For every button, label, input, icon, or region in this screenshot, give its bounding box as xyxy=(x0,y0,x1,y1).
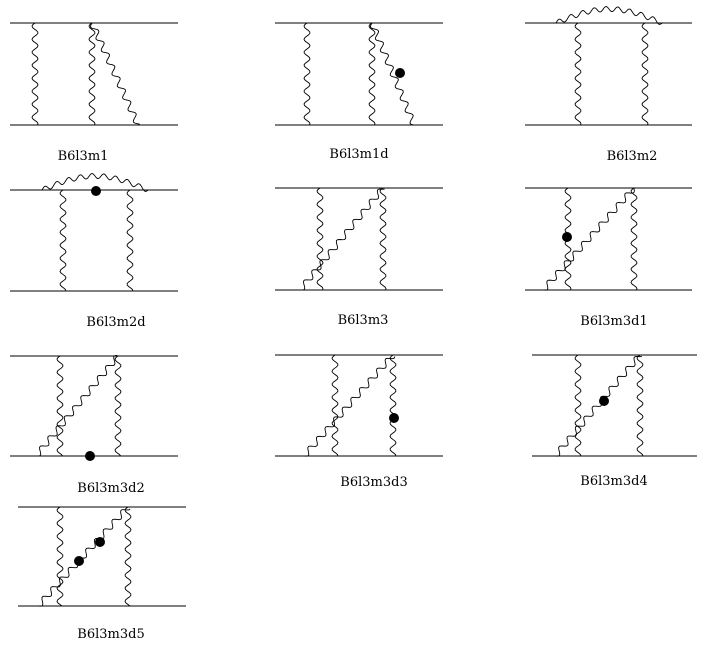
photon-exchange-1 xyxy=(56,355,64,457)
diagram-label: B6l3m1d xyxy=(329,147,388,162)
diagram-b6l3m3d5: B6l3m3d5 xyxy=(18,506,186,642)
photon-exchange-2 xyxy=(630,187,638,291)
insertion-vertex xyxy=(389,413,399,423)
photon-exchange-2 xyxy=(368,22,376,126)
diagram-label: B6l3m3d2 xyxy=(77,481,144,496)
photon-exchange-diagonal xyxy=(554,355,642,457)
photon-exchange-1 xyxy=(316,187,324,291)
diagram-label: B6l3m1 xyxy=(58,149,109,164)
insertion-vertex xyxy=(91,186,101,196)
photon-exchange-2 xyxy=(379,187,387,291)
diagram-label: B6l3m2 xyxy=(607,149,658,164)
insertion-vertex xyxy=(395,68,405,78)
diagram-b6l3m3d4: B6l3m3d4 xyxy=(532,354,697,489)
insertion-vertex-1 xyxy=(74,556,84,566)
photon-exchange-1 xyxy=(303,22,311,126)
diagram-b6l3m3: B6l3m3 xyxy=(275,187,443,328)
photon-exchange-3 xyxy=(90,22,140,125)
insertion-vertex xyxy=(599,396,609,406)
diagram-label: B6l3m3d4 xyxy=(580,474,647,489)
self-energy-photon xyxy=(555,6,663,25)
diagram-label: B6l3m2d xyxy=(86,315,145,330)
diagram-b6l3m1d: B6l3m1d xyxy=(275,22,443,162)
diagram-b6l3m2d: B6l3m2d xyxy=(10,173,178,330)
photon-exchange-2 xyxy=(88,22,96,126)
diagram-label: B6l3m3d1 xyxy=(580,314,647,329)
insertion-vertex-2 xyxy=(95,537,105,547)
photon-exchange-1 xyxy=(56,506,64,607)
diagram-b6l3m3d3: B6l3m3d3 xyxy=(275,354,443,490)
photon-exchange-2 xyxy=(124,506,132,607)
diagram-b6l3m2: B6l3m2 xyxy=(525,6,692,164)
insertion-vertex xyxy=(562,232,572,242)
photon-exchange-diagonal xyxy=(299,188,385,291)
diagram-b6l3m3d2: B6l3m3d2 xyxy=(10,354,178,496)
photon-exchange-2 xyxy=(641,22,649,126)
diagram-b6l3m3d1: B6l3m3d1 xyxy=(525,187,692,329)
photon-exchange-2 xyxy=(636,354,644,457)
photon-exchange-1 xyxy=(59,189,67,292)
photon-exchange-2 xyxy=(114,355,122,457)
photon-exchange-1 xyxy=(331,354,339,457)
photon-exchange-diagonal xyxy=(542,187,635,291)
photon-exchange-2 xyxy=(389,354,397,457)
diagram-label: B6l3m3d3 xyxy=(340,475,407,490)
photon-exchange-1 xyxy=(31,22,39,126)
photon-exchange-diagonal xyxy=(303,356,396,457)
photon-exchange-1 xyxy=(574,22,582,126)
photon-exchange-2 xyxy=(126,189,134,292)
diagram-label: B6l3m3d5 xyxy=(77,627,144,642)
diagram-b6l3m1: B6l3m1 xyxy=(10,22,178,164)
photon-exchange-3 xyxy=(369,22,414,126)
photon-exchange-diagonal xyxy=(35,354,118,457)
insertion-vertex xyxy=(85,451,95,461)
self-energy-photon xyxy=(41,173,149,192)
photon-exchange-diagonal xyxy=(37,508,131,607)
photon-exchange-1 xyxy=(574,354,582,457)
diagram-label: B6l3m3 xyxy=(338,313,389,328)
